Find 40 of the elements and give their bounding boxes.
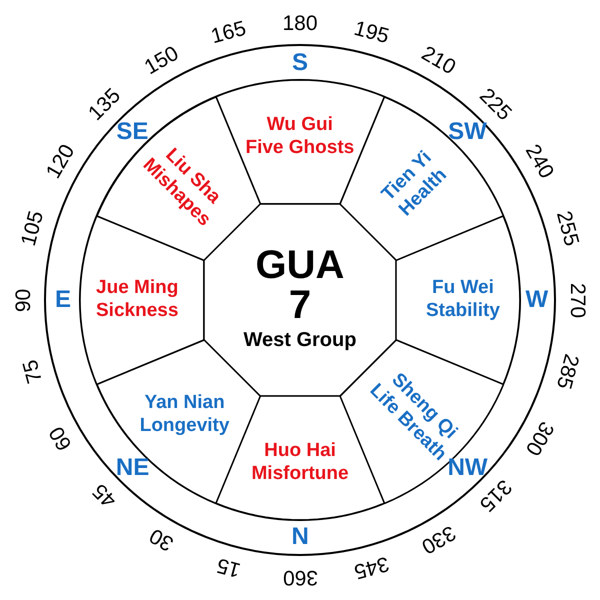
compass-letter: SE (116, 120, 148, 144)
compass-letter: NE (116, 456, 150, 480)
direction-meaning: Five Ghosts (245, 136, 354, 160)
group-name: West Group (243, 328, 356, 353)
direction-name: Jue Ming (96, 276, 178, 300)
direction-name: Yan Nian (143, 392, 226, 416)
degree-number: 105 (18, 208, 48, 248)
degree-number: 90 (12, 288, 34, 312)
degree-number: 150 (141, 42, 182, 78)
degree-number: 360 (282, 566, 318, 588)
degree-number: 180 (282, 12, 318, 34)
degree-number: 255 (552, 208, 582, 248)
direction-meaning: Misfortune (251, 462, 349, 486)
degree-number: 195 (352, 18, 392, 48)
degree-number: 45 (88, 480, 120, 512)
degree-number: 75 (19, 358, 46, 386)
degree-number: 60 (45, 423, 76, 454)
degree-number: 330 (418, 522, 459, 558)
direction-name: Fu Wei (430, 276, 495, 300)
compass-letter: W (526, 288, 548, 312)
direction-meaning: Stability (426, 300, 500, 323)
degree-number: 300 (522, 418, 558, 459)
degree-number: 240 (522, 141, 558, 182)
direction-name: Wu Gui (266, 114, 334, 137)
degree-number: 210 (418, 42, 459, 78)
degree-number: 15 (214, 554, 242, 581)
direction-meaning: Longevity (140, 415, 230, 438)
compass-letter: S (292, 51, 308, 75)
direction-name: Huo Hai (263, 440, 337, 463)
degree-number: 270 (566, 282, 588, 318)
degree-number: 120 (42, 141, 78, 182)
compass-letter: E (55, 288, 72, 312)
gua-heading: 7 (288, 284, 312, 325)
compass-letter: N (292, 525, 309, 549)
degree-number: 165 (208, 18, 248, 48)
degree-number: 30 (146, 524, 178, 555)
direction-meaning: Sickness (96, 300, 178, 323)
degree-number: 285 (552, 352, 582, 392)
degree-number: 345 (352, 552, 392, 582)
gua-heading: GUA (254, 244, 346, 285)
